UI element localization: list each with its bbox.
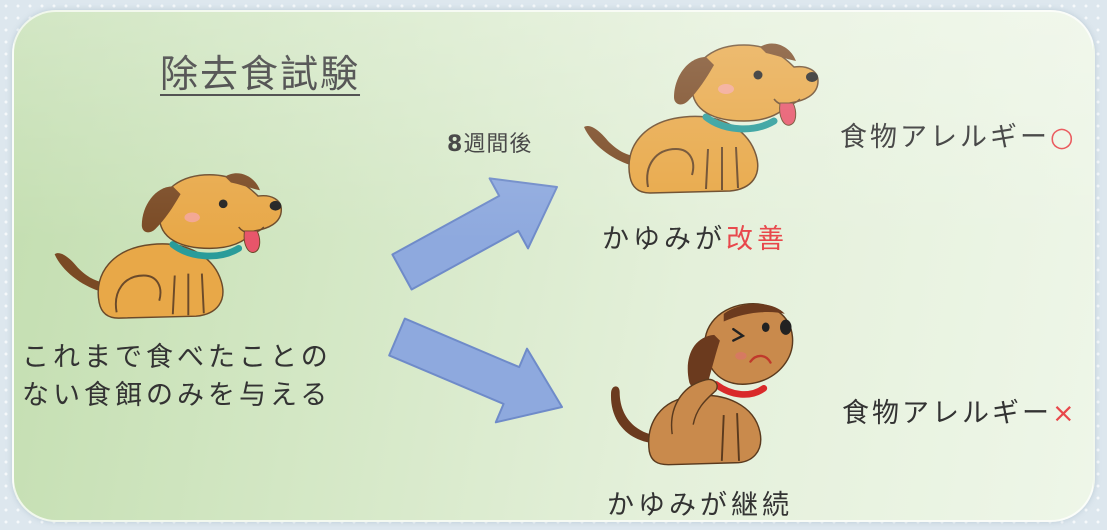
diagram-title: 除去食試験	[160, 52, 361, 96]
duration-label: 8週間後	[447, 132, 532, 158]
start-caption-line2: ない食餌のみを与える	[22, 380, 332, 411]
outcome-continued-text: かゆみが継続	[607, 490, 793, 521]
outcome-improved-prefix: かゆみが	[602, 224, 726, 255]
outcome-improved-highlight: 改善	[726, 224, 788, 255]
scratching-dog-icon	[592, 297, 802, 472]
diagram-panel: 除去食試験 これまで食べたことの ない食餌のみを与える 8週間後 かゆみが改善 …	[12, 10, 1095, 522]
allergy-negative-text: 食物アレルギー	[842, 398, 1052, 429]
outcome-improved-text: かゆみが改善	[602, 224, 788, 256]
start-caption-line1: これまで食べたことの	[22, 342, 332, 373]
happy-dog-icon	[580, 37, 820, 197]
arrow-to-improved	[391, 177, 558, 291]
allergy-negative-mark: ×	[1052, 398, 1078, 429]
duration-unit: 週間後	[463, 132, 533, 157]
duration-number: 8	[447, 132, 464, 157]
allergy-positive-text: 食物アレルギー	[840, 122, 1050, 153]
allergy-positive-mark: ○	[1050, 122, 1077, 153]
happy-dog-icon	[47, 167, 287, 322]
allergy-negative-label: 食物アレルギー×	[842, 398, 1078, 430]
arrow-to-continued	[388, 317, 563, 424]
allergy-positive-label: 食物アレルギー○	[840, 122, 1077, 154]
flow-arrows	[388, 177, 563, 424]
